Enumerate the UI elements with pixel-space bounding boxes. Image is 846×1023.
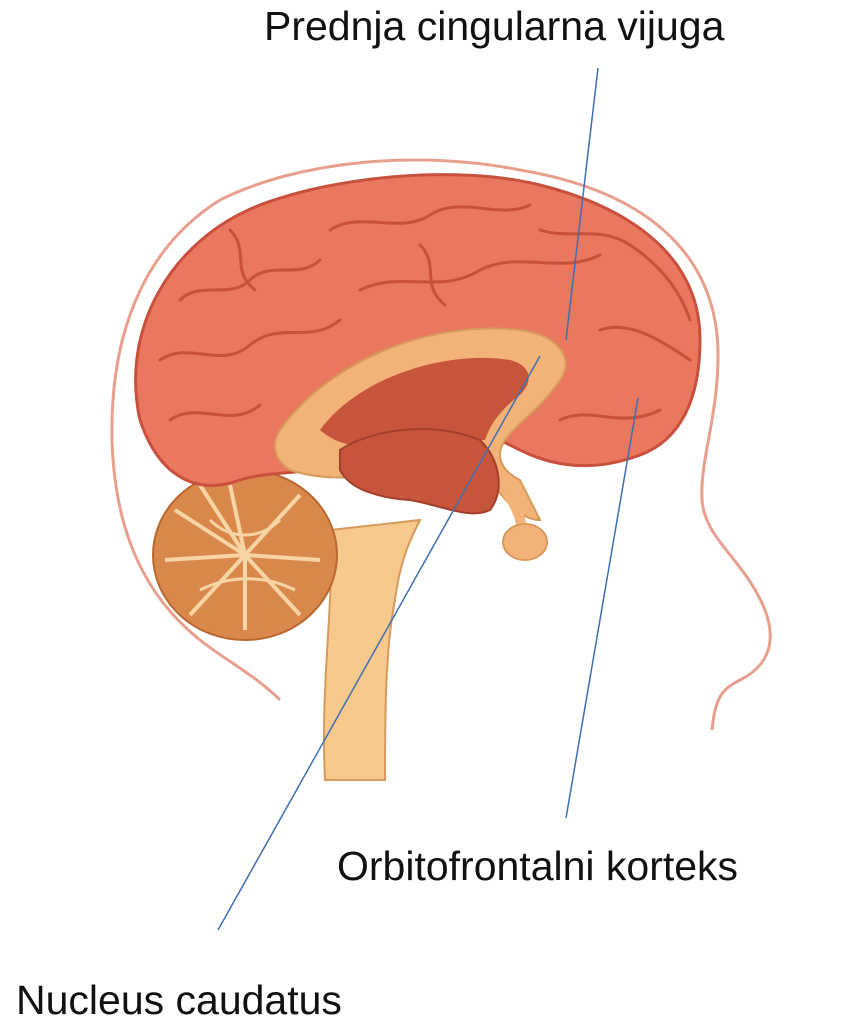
label-orbitofrontal-cortex: Orbitofrontalni korteks bbox=[337, 846, 738, 887]
pituitary bbox=[503, 524, 547, 560]
brainstem bbox=[324, 520, 420, 780]
cerebellum bbox=[153, 470, 337, 640]
label-anterior-cingulate: Prednja cingularna vijuga bbox=[264, 6, 724, 47]
label-caudate-nucleus: Nucleus caudatus bbox=[16, 980, 342, 1021]
